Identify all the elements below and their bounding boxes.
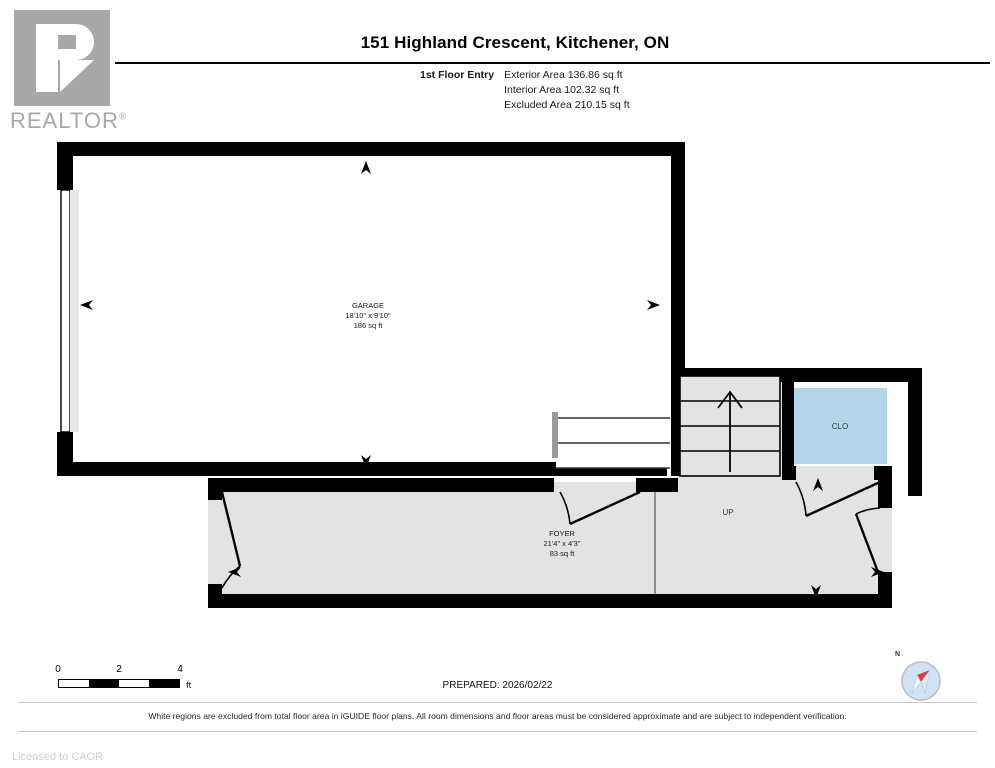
scale-tick-2: 2: [116, 664, 122, 675]
scale-bar: 0 2 4 ft: [50, 664, 200, 696]
stairs: [679, 375, 781, 477]
stairs-up-label: UP: [722, 508, 733, 517]
dim-marker-closet: [813, 478, 823, 491]
prepared-date: PREPARED: 2026/02/22: [442, 680, 553, 691]
landing-railing-post: [552, 412, 558, 458]
closet-wall-bottom-right: [874, 466, 892, 480]
closet-fill: [793, 388, 887, 464]
compass-needle-north: [917, 670, 930, 682]
floor-label: 1st Floor Entry: [420, 69, 495, 81]
scale-segment-4: [149, 680, 179, 687]
doors: [220, 480, 881, 589]
area-exterior: Exterior Area 136.86 sq ft: [504, 69, 623, 81]
foyer-wall-top-right: [636, 478, 678, 492]
footer-divider-top: [18, 702, 977, 703]
door-foyer-left-leaf: [220, 491, 242, 567]
room-labels: GARAGE 18'10" x 9'10" 186 sq ft FOYER 21…: [345, 301, 848, 558]
garage-wall-left-upper: [57, 142, 73, 190]
foyer-wall-left-upper: [208, 478, 222, 500]
area-summary: 1st Floor Entry Exterior Area 136.86 sq …: [420, 68, 630, 113]
garage-area: 186 sq ft: [354, 321, 384, 330]
dim-marker-entry: [871, 567, 884, 577]
registered-mark: ®: [118, 111, 128, 123]
dim-marker-garage-bottom: [361, 455, 371, 468]
scale-track: [58, 679, 180, 688]
door-entry-leaf: [854, 513, 880, 573]
right-wall-upper-stub: [878, 480, 892, 508]
title-divider: [115, 62, 990, 64]
compass-needle-shadow: [920, 669, 931, 695]
stairs-closet-partition: [782, 368, 794, 478]
door-closet-leaf: [805, 480, 881, 518]
foyer-area: 83 sq ft: [550, 549, 576, 558]
realtor-logo-mark: [14, 10, 110, 106]
realtor-r-stem: [36, 24, 58, 92]
garage-wall-top: [57, 142, 685, 156]
right-lobby-fill: [786, 466, 892, 600]
closet-label: CLO: [832, 422, 848, 431]
upper-right-wall-right: [908, 368, 922, 496]
area-interior: Interior Area 102.32 sq ft: [504, 84, 620, 96]
stairs-up-arrow-head: [717, 390, 743, 409]
scale-unit-label: ft: [186, 680, 192, 691]
page-title: 151 Highland Crescent, Kitchener, ON: [360, 33, 670, 52]
excluded-landing: [552, 412, 670, 469]
garage-wall-bottom: [57, 462, 667, 476]
foyer-wall-top-left: [208, 478, 554, 492]
license-text: Licensed to CAOR: [12, 751, 104, 763]
realtor-logo: REALTOR®: [8, 6, 126, 133]
scale-tick-0: 0: [55, 664, 61, 675]
garage-door-opening: [60, 189, 71, 433]
door-garage-swing: [559, 491, 571, 525]
compass-icon: [901, 661, 941, 701]
landing-fill: [556, 412, 670, 468]
realtor-r-counter: [58, 35, 76, 49]
realtor-r-leg: [60, 60, 94, 92]
garage-door-panel: [70, 190, 79, 432]
door-garage-leaf: [569, 490, 641, 526]
scale-tick-4: 4: [177, 664, 183, 675]
foyer-fill: [208, 482, 892, 600]
area-excluded: Excluded Area 210.15 sq ft: [504, 99, 630, 111]
compass-rose: N: [893, 651, 945, 705]
door-entry-swing: [855, 507, 881, 515]
scale-segment-2: [89, 680, 119, 687]
foyer-label: FOYER: [549, 529, 575, 538]
dim-marker-foyer-bottom: [811, 585, 821, 598]
realtor-wordmark-text: REALTOR: [10, 108, 119, 133]
door-closet-swing: [795, 481, 807, 517]
garage-label: GARAGE: [352, 301, 384, 310]
dimension-markers: [80, 161, 884, 598]
foyer-dimensions: 21'4" x 4'3": [544, 539, 581, 548]
walls: [57, 142, 922, 608]
dim-marker-garage-left: [80, 300, 93, 310]
compass-north-label: N: [895, 651, 901, 658]
dim-marker-garage-right: [647, 300, 660, 310]
foyer-wall-bottom: [208, 594, 892, 608]
compass-needle-south: [911, 674, 922, 694]
door-foyer-left-swing: [221, 565, 241, 589]
realtor-wordmark: REALTOR®: [10, 108, 127, 134]
garage-dimensions: 18'10" x 9'10": [345, 311, 391, 320]
dim-marker-garage-top: [361, 161, 371, 174]
area-list: Exterior Area 136.86 sq ft Interior Area…: [504, 68, 630, 113]
dim-marker-foyer-left: [228, 567, 241, 577]
footer-divider-bottom: [18, 731, 977, 732]
closet-wall-bottom-left: [782, 466, 796, 480]
disclaimer-text: White regions are excluded from total fl…: [148, 711, 847, 721]
